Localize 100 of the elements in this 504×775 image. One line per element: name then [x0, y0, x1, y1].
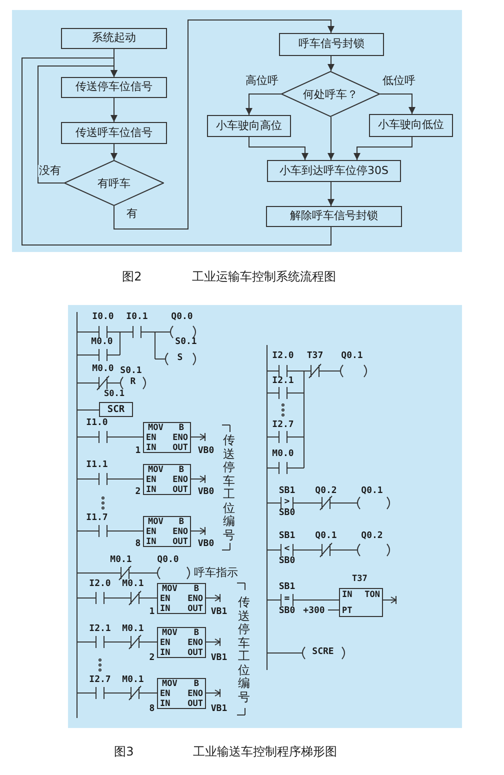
instruction-name: MOV: [148, 517, 164, 527]
edge-label: 高位呼: [244, 74, 280, 88]
input-value: 2: [135, 488, 141, 498]
pin-label: IN: [146, 537, 156, 547]
data-type-label: B: [178, 423, 184, 433]
output-address: VB0: [198, 540, 214, 550]
operand-label: I2.7: [89, 676, 111, 686]
output-address: VB0: [198, 488, 214, 498]
operand-label: I2.0: [89, 580, 111, 590]
pin-label: EN: [146, 527, 156, 537]
pin-label: IN: [342, 590, 352, 600]
figure-caption: 工业运输车控制系统流程图: [192, 270, 336, 284]
output-address: VB1: [210, 654, 228, 664]
operand-label: I1.0: [86, 419, 108, 429]
operand-label: M0.1: [122, 580, 144, 590]
mov-instruction-block: [143, 516, 191, 547]
pin-label: IN: [160, 699, 170, 709]
comparison-operator: =: [284, 595, 290, 605]
pin-label: OUT: [172, 485, 188, 495]
pin-label: PT: [342, 606, 352, 616]
operand-label: I0.1: [126, 313, 148, 323]
input-value: 8: [149, 705, 155, 715]
process-box: 系统起动: [61, 28, 167, 49]
arrow: [22, 58, 332, 246]
operand-label: I1.7: [86, 514, 108, 524]
input-value: +300: [303, 607, 325, 617]
pin-label: ENO: [188, 689, 203, 699]
instruction-name: MOV: [148, 423, 164, 433]
instruction-name: MOV: [162, 584, 178, 594]
figure-number: 图3: [114, 745, 134, 759]
pin-label: ENO: [188, 638, 203, 648]
operand-label: S0.1: [120, 367, 142, 377]
decision-diamond: 有呼车: [64, 160, 164, 206]
mov-instruction-block: [157, 583, 206, 614]
pin-label: ENO: [172, 433, 188, 443]
pin-label: OUT: [188, 648, 203, 658]
operand-label: Q0.2: [315, 487, 337, 497]
edge-label: 低位呼: [382, 74, 416, 88]
data-type-label: B: [194, 679, 199, 689]
input-value: 1: [135, 447, 141, 457]
output-address: VB0: [198, 447, 214, 457]
process-box: 小车到达呼车位停30S: [267, 160, 401, 182]
instruction-name: TON: [364, 590, 380, 600]
process-box: 传送停车位信号: [61, 77, 167, 98]
operand-label: Q0.1: [361, 487, 383, 497]
pin-label: EN: [160, 638, 170, 648]
operand-label: I2.1: [89, 625, 111, 635]
operand-label: I2.7: [272, 421, 294, 431]
operand-label: SB1: [278, 583, 296, 593]
data-type-label: B: [178, 465, 184, 475]
operand-label: SB1: [278, 487, 296, 497]
arrow: [110, 98, 118, 122]
side-annotation: 传送停车工位编号: [238, 596, 250, 704]
side-annotation: 传送停车工位编号: [222, 434, 236, 542]
decision-diamond: 何处呼车？: [281, 71, 380, 117]
pin-label: IN: [160, 604, 170, 614]
timer-name: T37: [352, 574, 368, 584]
operand-label: SB1: [278, 532, 296, 542]
edge-label: 没有: [38, 164, 62, 178]
operand-label: M0.0: [272, 450, 294, 460]
mov-instruction-block: [143, 464, 191, 495]
operand-label: SB0: [278, 509, 296, 519]
operand-label: I1.1: [86, 461, 108, 471]
arrow: [328, 182, 334, 206]
arrow: [114, 20, 334, 230]
scr-instruction-box: SCR: [99, 402, 133, 417]
step-label: S0.1: [104, 389, 124, 399]
instruction-name: MOV: [162, 679, 178, 689]
process-box: 传送呼车位信号: [61, 122, 167, 144]
operand-label: M0.1: [110, 556, 132, 566]
arrow: [328, 116, 334, 160]
pin-label: IN: [160, 648, 170, 658]
input-value: 8: [135, 540, 141, 550]
edge-label: 有: [126, 208, 138, 220]
figure-caption: 工业输送车控制程序梯形图: [193, 745, 337, 759]
instruction-name: MOV: [162, 628, 178, 638]
operand-label: M0.0: [92, 365, 114, 375]
arrow: [110, 144, 118, 160]
operand-label: S0.1: [175, 338, 197, 348]
operand-label: Q0.1: [341, 352, 363, 362]
pin-label: EN: [160, 689, 170, 699]
process-box: 呼车信号封锁: [279, 33, 384, 56]
pin-label: ENO: [172, 475, 188, 485]
output-address: VB1: [210, 705, 228, 715]
operand-label: T37: [306, 352, 324, 362]
coil-annotation: 呼车指示: [194, 566, 238, 580]
figure-number: 图2: [122, 270, 142, 284]
operand-label: M0.1: [122, 676, 144, 686]
pin-label: IN: [146, 443, 156, 453]
pin-label: OUT: [172, 537, 188, 547]
comparison-operator: >: [284, 498, 290, 508]
process-box: 小车驶向高位: [207, 115, 291, 137]
operand-label: I2.0: [272, 352, 294, 362]
mov-instruction-block: [157, 627, 206, 658]
data-type-label: B: [194, 584, 199, 594]
operand-label: Q0.0: [157, 556, 179, 566]
operand-label: SB0: [278, 557, 296, 567]
arrow: [248, 136, 308, 160]
pin-label: EN: [160, 594, 170, 604]
arrow: [354, 136, 412, 160]
